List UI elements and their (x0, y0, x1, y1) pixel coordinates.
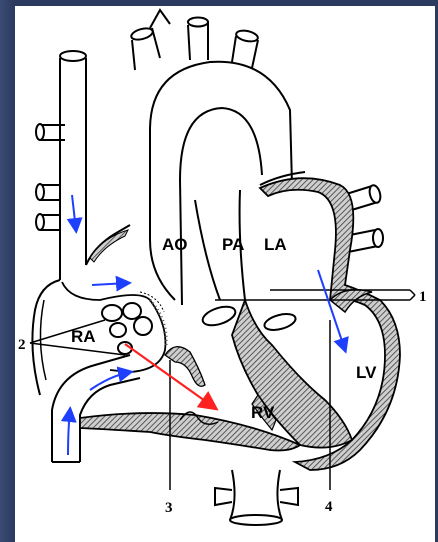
label-lv: LV (356, 363, 377, 382)
label-ao: AO (162, 235, 188, 254)
svc-flow-arrow (72, 195, 76, 230)
callout-1: 1 (419, 289, 427, 305)
aorta (130, 10, 292, 305)
label-la: LA (264, 235, 287, 254)
superior-vena-cava (60, 51, 86, 280)
label-pa: PA (222, 235, 244, 254)
inferior-vessels (215, 470, 298, 525)
callout-3: 3 (165, 500, 173, 516)
callout-4: 4 (325, 499, 333, 515)
right-atrium-outline (32, 225, 166, 395)
callout-2: 2 (18, 337, 26, 353)
label-ra: RA (71, 327, 96, 346)
ra-inflow-arrow (92, 283, 128, 285)
label-rv: RV (251, 403, 275, 422)
ivc-flow-arrow (68, 410, 70, 455)
